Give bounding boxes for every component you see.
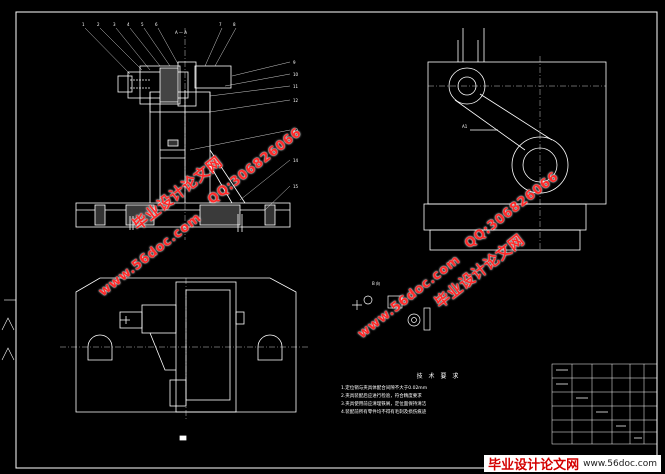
part-number: 3 xyxy=(113,22,116,27)
footer-url[interactable]: www.56doc.com xyxy=(583,458,657,469)
side-view-section-label: A1 xyxy=(462,124,468,129)
site-footer-logo[interactable]: 毕业设计论文网 www.56doc.com xyxy=(484,455,661,473)
part-number: 12 xyxy=(293,98,299,103)
part-number: 8 xyxy=(233,22,236,27)
side-view xyxy=(423,28,607,251)
part-number: 2 xyxy=(97,22,100,27)
part-number-labels: 1 2 3 4 5 6 7 8 9 10 11 12 13 14 15 xyxy=(82,22,299,189)
part-number: 10 xyxy=(293,72,299,77)
top-plan-view xyxy=(60,277,310,441)
technical-requirement-item: 1.定位销与夹具体配合间隙不大于0.02mm xyxy=(341,386,428,391)
technical-requirements: 技 术 要 求 1.定位销与夹具体配合间隙不大于0.02mm 2.夹具装配后应进… xyxy=(341,373,536,417)
front-section-view xyxy=(75,28,291,240)
technical-requirements-title: 技 术 要 求 xyxy=(416,373,461,380)
technical-requirement-item: 4.装配前所有零件均不得有毛刺及损伤痕迹 xyxy=(341,410,427,415)
part-number: 5 xyxy=(141,22,144,27)
part-number: 13 xyxy=(293,128,299,133)
margin-mark-left-2 xyxy=(1,347,15,361)
drawing-frame xyxy=(15,11,658,469)
part-number: 7 xyxy=(219,22,222,27)
margin-mark-left xyxy=(1,317,15,331)
part-number: 1 xyxy=(82,22,85,27)
section-view-label: A — A xyxy=(175,30,187,35)
detail-view-b xyxy=(352,295,431,331)
part-number: 9 xyxy=(293,60,296,65)
part-number: 4 xyxy=(127,22,130,27)
front-view-leaders xyxy=(84,27,291,211)
title-block xyxy=(551,363,658,445)
part-number: 6 xyxy=(155,22,158,27)
part-number: 15 xyxy=(293,184,299,189)
footer-brand: 毕业设计论文网 xyxy=(488,458,580,473)
detail-view-label: B 向 xyxy=(372,280,380,286)
part-number: 14 xyxy=(293,158,299,163)
technical-requirement-item: 2.夹具装配后应进行检验，符合精度要求 xyxy=(341,394,422,399)
part-number: 11 xyxy=(293,84,299,89)
technical-requirement-item: 3.夹具使用前应清理铁屑，定位面保持清洁 xyxy=(341,402,427,407)
